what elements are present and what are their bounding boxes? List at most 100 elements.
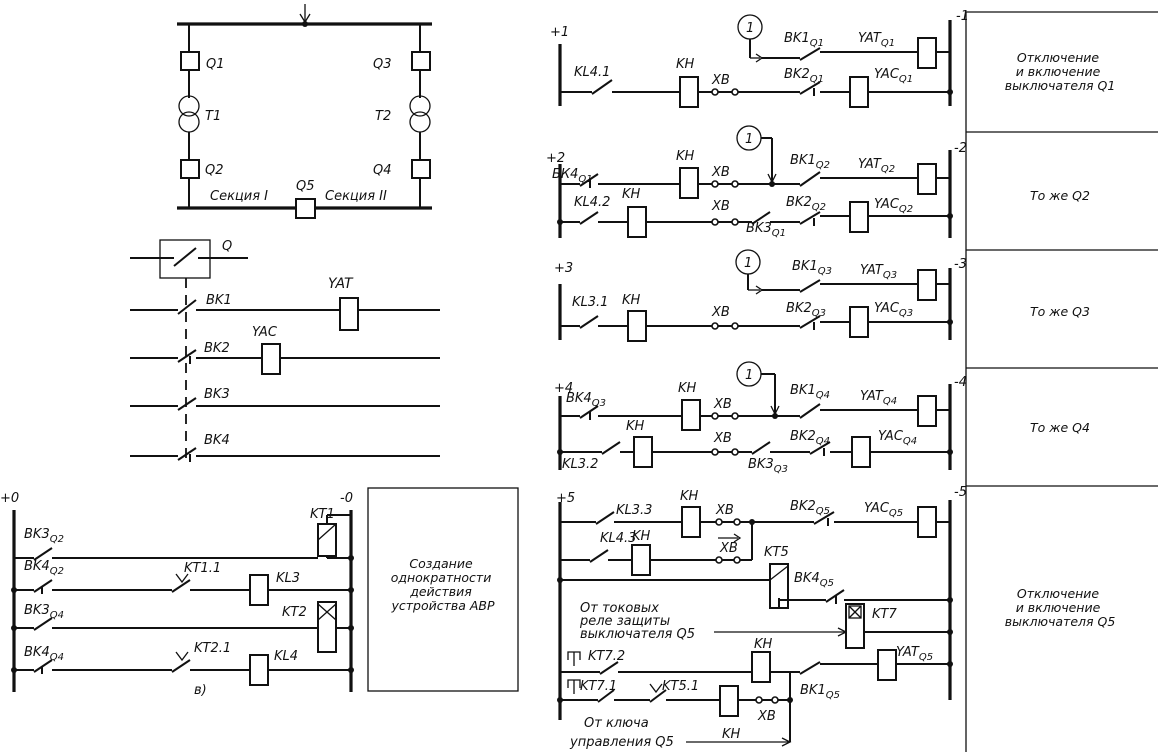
- kh-coil-2: [631, 544, 651, 576]
- yat-q2-coil: [917, 163, 937, 195]
- bk3q4-label: BK3Q4: [24, 603, 64, 621]
- block-4-description: То же Q4: [1030, 420, 1090, 435]
- wire: [769, 565, 789, 581]
- bk4q4-label: BK4Q4: [24, 645, 64, 663]
- bk1q1-label: BK1Q1: [784, 31, 824, 49]
- kt51-contact: [649, 689, 667, 703]
- feed-node: [302, 21, 308, 27]
- kh-label-1: KH: [680, 489, 699, 504]
- kl31-contact: [579, 315, 599, 329]
- kt2-label: KT2: [282, 605, 307, 620]
- block-3-description: То же Q3: [1030, 304, 1090, 319]
- kt1-1-contact: [171, 579, 191, 593]
- wire: [715, 518, 723, 526]
- avr-description-box: [367, 487, 519, 692]
- bk2q4-label: BK2Q4: [790, 429, 830, 447]
- kt72-contact: [599, 661, 619, 675]
- wire: [771, 696, 779, 704]
- bk2-contact: [177, 349, 197, 363]
- t2-winding-2: [409, 111, 431, 133]
- wire: [731, 88, 739, 96]
- q2-breaker: [180, 159, 200, 179]
- arrow-icon: [733, 533, 742, 543]
- kh-coil-3: [751, 651, 771, 683]
- bk3q1-contact: [751, 211, 771, 225]
- yat-q2-label: YATQ2: [858, 157, 895, 175]
- yac-q3-coil: [849, 306, 869, 338]
- wire: [649, 683, 663, 694]
- wire: [769, 181, 775, 187]
- wire: [947, 661, 953, 667]
- wire: [348, 625, 354, 631]
- kt71-label: KT7.1: [580, 679, 617, 694]
- yac-q2-label: YACQ2: [874, 197, 913, 215]
- wire: [348, 587, 354, 593]
- minus-4-label: -4: [954, 375, 967, 390]
- q5-label: Q5: [296, 179, 315, 194]
- plus-5-label: +5: [556, 491, 575, 506]
- kh-coil-1: [679, 167, 699, 199]
- wire: [711, 218, 719, 226]
- block-5-description: Отключение и включение выключателя Q5: [1005, 586, 1116, 629]
- wire: [175, 573, 189, 584]
- block-4: +4 -4 1 BK4Q3 KH XB BK1Q: [554, 361, 1090, 475]
- wire: [348, 667, 354, 673]
- xb-label-1: XB: [715, 503, 734, 518]
- wire: [947, 597, 953, 603]
- bk4q2-label: BK4Q2: [24, 559, 64, 577]
- kl41-contact: [591, 79, 613, 95]
- wire: [11, 625, 17, 631]
- wire: [175, 651, 189, 662]
- block-2-description: То же Q2: [1030, 188, 1090, 203]
- yac-q5-coil: [917, 506, 937, 538]
- q3-breaker: [411, 51, 431, 71]
- kh-label-2: KH: [626, 419, 645, 434]
- bk2q1-contact: [799, 81, 821, 95]
- wire: 1: [744, 256, 752, 271]
- wire: [733, 556, 741, 564]
- wire: [848, 605, 862, 619]
- plus-1-label: +1: [550, 25, 569, 40]
- bk3-contact: [177, 397, 197, 411]
- plus-4-label: +4: [554, 381, 573, 396]
- t1-label: T1: [205, 109, 221, 124]
- wire: [715, 556, 723, 564]
- kl43-label: KL4.3: [600, 531, 636, 546]
- kl32-label: KL3.2: [562, 457, 598, 472]
- yat-q3-label: YATQ3: [860, 263, 897, 281]
- kh-label-3: KH: [754, 637, 773, 652]
- kh-label: KH: [676, 57, 695, 72]
- bk1q1-contact: [799, 47, 821, 61]
- yac-q5-label: YACQ5: [864, 501, 903, 519]
- minus-3-label: -3: [954, 257, 967, 272]
- wire: 1: [745, 368, 753, 383]
- wire: [557, 577, 563, 583]
- kl31-label: KL3.1: [572, 295, 608, 310]
- figure-label: в): [194, 683, 207, 698]
- bk4q3-label: BK4Q3: [566, 391, 606, 409]
- bk2q3-label: BK2Q3: [786, 301, 826, 319]
- t2-winding-1: [409, 95, 431, 117]
- kt1-coil: [317, 523, 337, 557]
- block-3: +3 -3 1 BK1Q3 YATQ3: [554, 249, 1090, 342]
- bk2q2-contact: [799, 211, 821, 225]
- top-scheme: Q1 T1 Q2 Q3 T2 Q4 Q5 Секция I Секция II: [177, 4, 432, 219]
- bk1q5-contact: [799, 661, 821, 675]
- wire: [557, 219, 563, 225]
- wire: [947, 213, 953, 219]
- bk3q4-contact: [33, 617, 53, 631]
- wire: [711, 448, 719, 456]
- kt2-1-label: KT2.1: [194, 641, 231, 656]
- bk1-contact: [177, 299, 197, 315]
- section-2-label: Секция II: [325, 189, 387, 204]
- section-1-label: Секция I: [210, 189, 268, 204]
- bk3q2-contact: [33, 547, 53, 561]
- bk2-label: BK2: [204, 341, 230, 356]
- yac-q4-coil: [851, 436, 871, 468]
- wire: [787, 697, 793, 703]
- wire: [733, 518, 741, 526]
- kl43-contact: [589, 549, 609, 563]
- q5-breaker: [295, 198, 316, 219]
- from-protection-text: От токовых реле защиты выключателя Q5: [579, 601, 695, 642]
